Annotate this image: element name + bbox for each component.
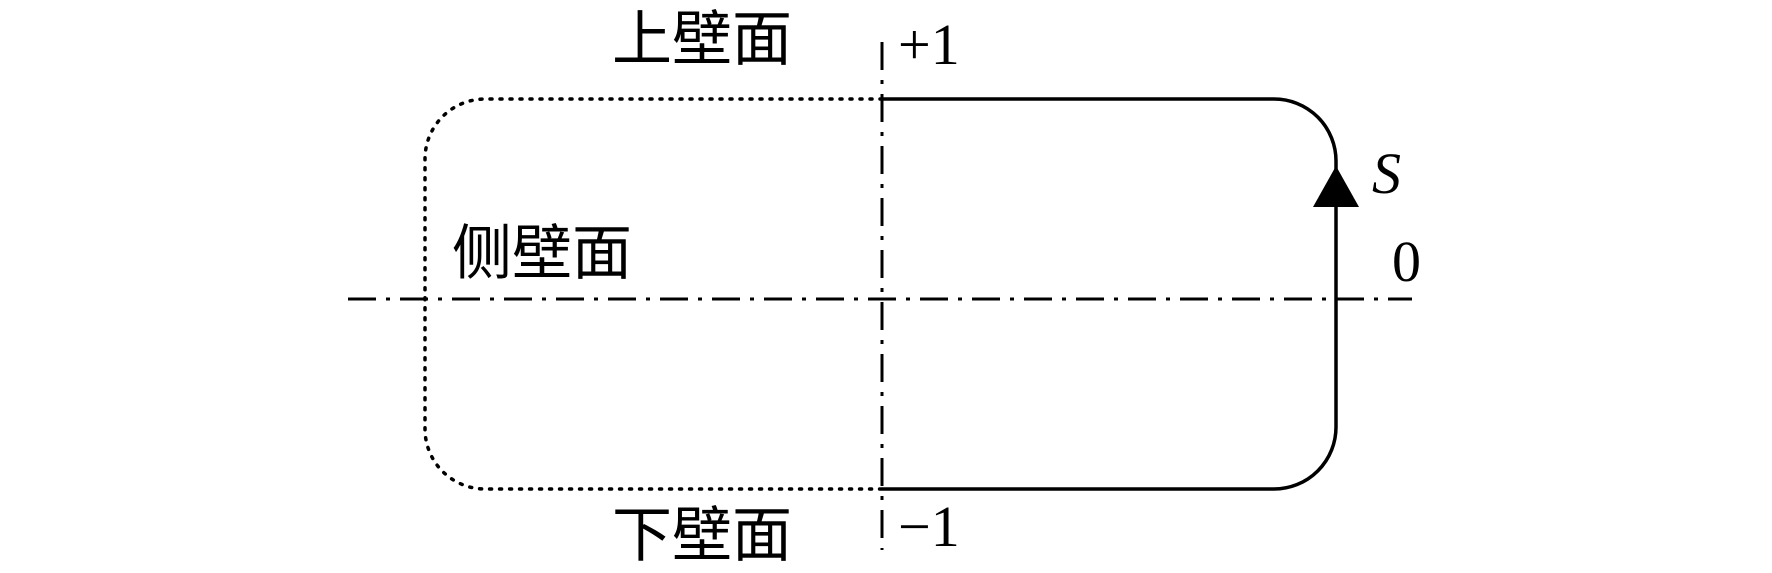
dotted-outline-left-half: [423, 97, 884, 491]
solid-path-s: [882, 97, 1338, 491]
plus-one-label: +1: [898, 12, 960, 77]
path-variable-s-label: S: [1372, 141, 1401, 206]
upward-arrow-icon: [1313, 166, 1359, 207]
side-wall-label: 侧壁面: [452, 219, 632, 289]
zero-label: 0: [1392, 229, 1421, 294]
top-wall-label: 上壁面: [612, 5, 792, 75]
minus-one-label: −1: [898, 494, 960, 559]
bottom-wall-label: 下壁面: [612, 501, 792, 571]
